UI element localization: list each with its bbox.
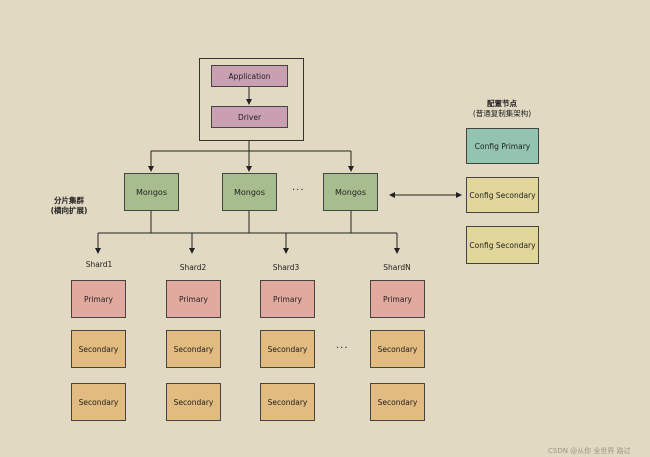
application-box: Application xyxy=(211,65,288,87)
shard3-secondary-2: Secondary xyxy=(260,383,315,421)
mongos-label: Mongos xyxy=(135,187,167,197)
primary-label: Primary xyxy=(383,294,412,304)
mongos-label: Mongos xyxy=(334,187,366,197)
shardn-secondary-2: Secondary xyxy=(370,383,425,421)
config-primary-box: Config Primary xyxy=(466,128,539,164)
config-secondary-box-1: Config Secondary xyxy=(466,177,539,213)
mongos-router-3: Mongos xyxy=(323,173,378,211)
primary-label: Primary xyxy=(273,294,302,304)
shard-name: Shard2 xyxy=(179,263,207,272)
secondary-label: Secondary xyxy=(173,344,214,354)
driver-box: Driver xyxy=(211,106,288,128)
watermark: CSDN @从你 全世界 路过 xyxy=(548,447,631,455)
primary-label: Primary xyxy=(179,294,208,304)
secondary-label: Secondary xyxy=(377,344,418,354)
cluster-title: 分片集群 xyxy=(54,196,84,205)
secondary-label: Secondary xyxy=(173,397,214,407)
shard2-secondary-2: Secondary xyxy=(166,383,221,421)
shard3-primary: Primary xyxy=(260,280,315,318)
mongos-label: Mongos xyxy=(233,187,265,197)
config-primary-label: Config Primary xyxy=(474,141,531,151)
shard1-secondary-1: Secondary xyxy=(71,330,126,368)
shard-ellipsis: ··· xyxy=(336,343,349,354)
config-title: 配置节点 xyxy=(487,99,517,108)
mongos-ellipsis: ··· xyxy=(292,185,305,196)
shard2-primary: Primary xyxy=(166,280,221,318)
shard3-secondary-1: Secondary xyxy=(260,330,315,368)
secondary-label: Secondary xyxy=(377,397,418,407)
mongos-router-2: Mongos xyxy=(222,173,277,211)
primary-label: Primary xyxy=(84,294,113,304)
shard-name: Shard3 xyxy=(272,263,300,272)
application-label: Application xyxy=(228,71,271,81)
shard1-secondary-2: Secondary xyxy=(71,383,126,421)
config-secondary-label: Config Secondary xyxy=(469,190,536,200)
config-subtitle: (普通复制集架构) xyxy=(472,109,532,118)
driver-label: Driver xyxy=(237,112,262,122)
shardn-secondary-1: Secondary xyxy=(370,330,425,368)
secondary-label: Secondary xyxy=(78,344,119,354)
shard-name: ShardN xyxy=(383,263,411,272)
client-frame xyxy=(199,58,304,141)
secondary-label: Secondary xyxy=(78,397,119,407)
config-secondary-label: Config Secondary xyxy=(469,240,536,250)
shard1-primary: Primary xyxy=(71,280,126,318)
shard2-secondary-1: Secondary xyxy=(166,330,221,368)
shardn-primary: Primary xyxy=(370,280,425,318)
secondary-label: Secondary xyxy=(267,344,308,354)
cluster-subtitle: (横向扩展) xyxy=(50,206,88,215)
mongos-router-1: Mongos xyxy=(124,173,179,211)
shard-name: Shard1 xyxy=(85,260,113,269)
config-secondary-box-2: Config Secondary xyxy=(466,226,539,264)
secondary-label: Secondary xyxy=(267,397,308,407)
